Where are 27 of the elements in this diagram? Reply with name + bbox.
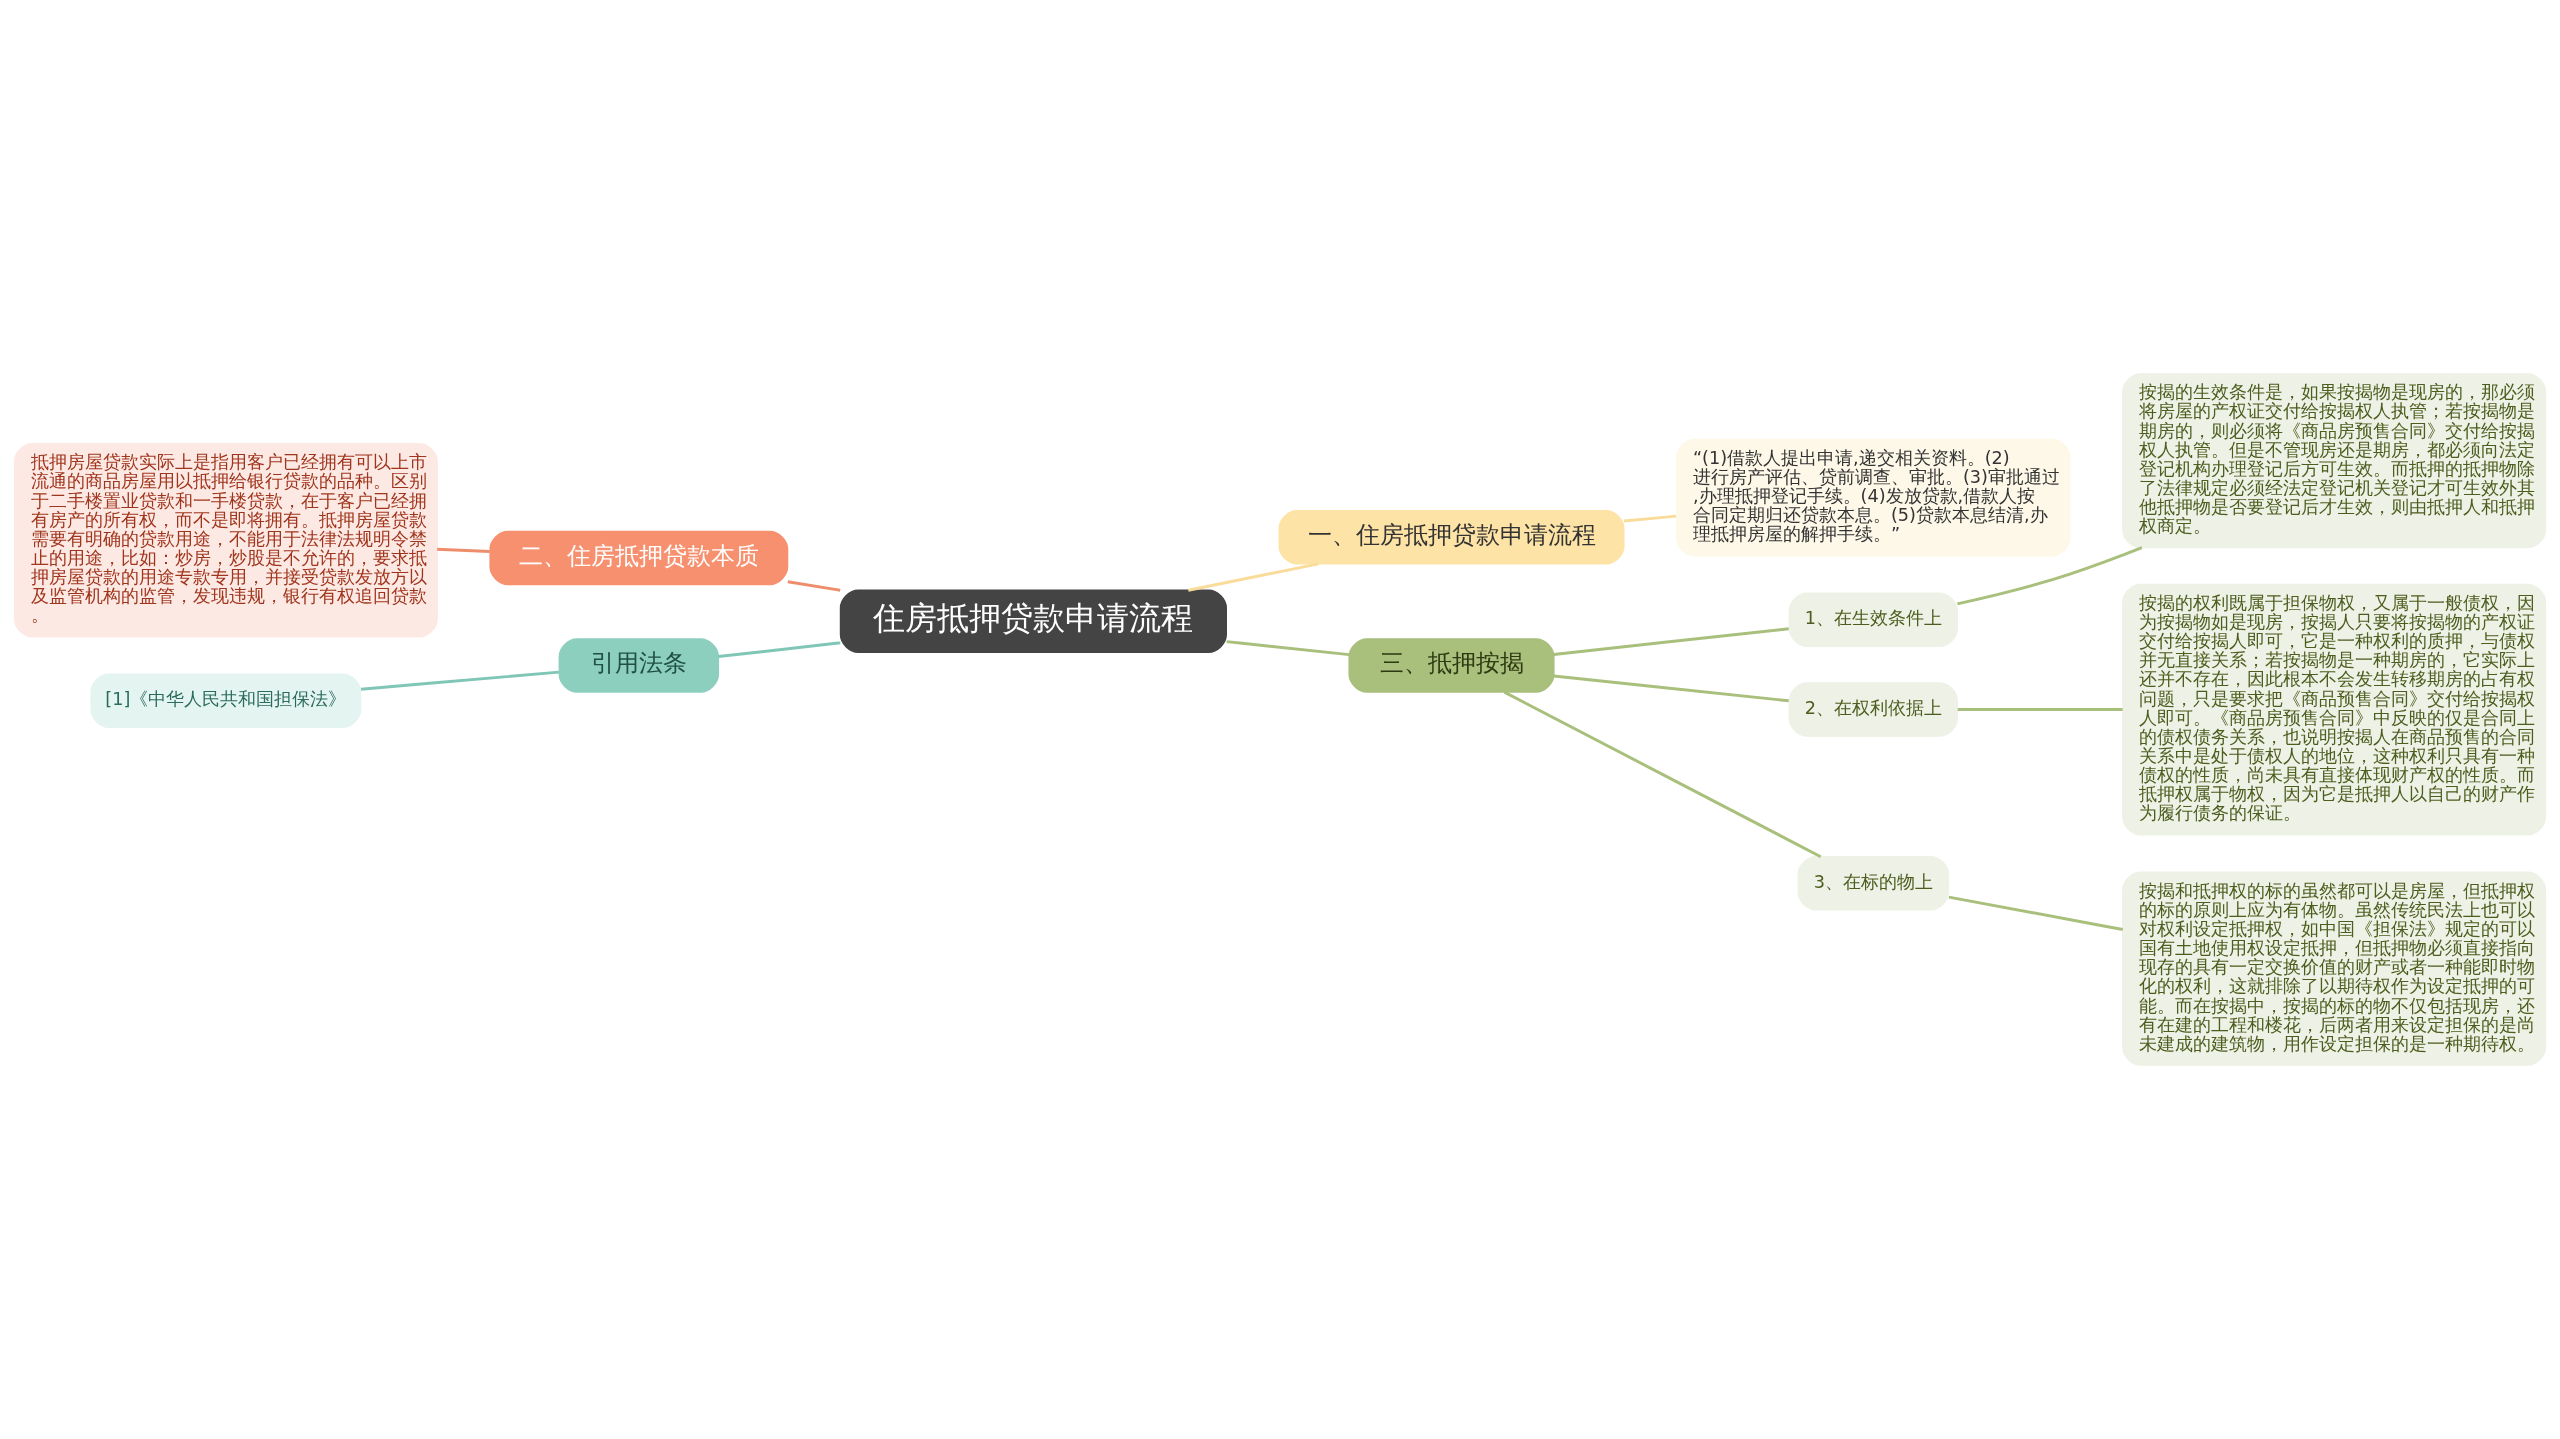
- connector: [1957, 546, 2143, 606]
- node-box: 二、住房抵押贷款本质: [489, 530, 789, 586]
- connector: [787, 580, 841, 592]
- connector: [1503, 690, 1822, 858]
- node-box: 三、抵押按揭: [1348, 638, 1555, 693]
- node-box: 抵押房屋贷款实际上是指用客户已经拥有可以上市流通的商品房屋用以抵押给银行贷款的品种。区别于二手楼置业贷款和一手楼贷款，在于客户已经拥有房产的所有权，而不是即将拥有。抵押房屋贷款需要有明确的贷款用途，不能用于法律法规明令禁止的用途，比如：炒房，炒股是不允许的，要求抵押房屋贷款的用途专款专用，并接受贷款发放方以及监管机构的监管，发现违规，银行有权追回贷款。: [13, 443, 438, 638]
- node-box: “(1)借款人提出申请,递交相关资料。(2)进行房产评估、贷前调查、审批。(3)审批通过,办理抵押登记手续。(4)发放贷款,借款人按合同定期归还贷款本息。(5)贷款本息结清,办理抵押房屋的解押手续。”: [1676, 438, 2071, 557]
- connector: [718, 641, 841, 659]
- node-box: [1]《中华人民共和国担保法》: [90, 673, 362, 728]
- connector: [1188, 562, 1319, 592]
- connector: [1948, 895, 2124, 931]
- connector: [360, 670, 559, 691]
- connector: [1623, 514, 1677, 523]
- node-box: 引用法条: [558, 638, 720, 693]
- connector: [1957, 708, 2123, 712]
- connector: [1226, 640, 1350, 657]
- connector: [437, 547, 490, 554]
- node-box: 住房抵押贷款申请流程: [839, 589, 1227, 653]
- node-box: 按揭的生效条件是，如果按揭物是现房的，那必须将房屋的产权证交付给按揭权人执管；若按揭物是期房的，则必须将《商品房预售合同》交付给按揭权人执管。但是不管现房还是期房，都必须向法定登记机构办理登记后方可生效。而抵押的抵押物除了法律规定必须经法定登记机关登记才可生效外其他抵押物是否要登记后才生效，则由抵押人和抵押权商定。: [2122, 373, 2547, 549]
- connector: [1553, 674, 1789, 703]
- connector: [1553, 627, 1789, 656]
- node-box: 按揭的权利既属于担保物权，又属于一般债权，因为按揭物如是现房，按揭人只要将按揭物的产权证交付给按揭人即可，它是一种权利的质押，与债权并无直接关系；若按揭物是一种期房的，它实际上还并不存在，因此根本不会发生转移期房的占有权问题，只是要求把《商品预售合同》交付给按揭权人即可。《商品房预售合同》中反映的仅是合同上的债权债务关系，也说明按揭人在商品预售的合同关系中是处于债权人的地位，这种权利只具有一种债权的性质，尚未具有直接体现财产权的性质。而抵押权属于物权，因为它是抵押人以自己的财产作为履行债务的保证。: [2122, 583, 2547, 836]
- node-box: 一、住房抵押贷款申请流程: [1278, 510, 1625, 565]
- node-box: 按揭和抵押权的标的虽然都可以是房屋，但抵押权的标的原则上应为有体物。虽然传统民法上也可以对权利设定抵押权，如中国《担保法》规定的可以国有土地使用权设定抵押，但抵押物必须直接指向现存的具有一定交换价值的财产或者一种能即时物化的权利，这就排除了以期待权作为设定抵押的可能。而在按揭中，按揭的标的物不仅包括现房，还有在建的工程和楼花，后两者用来设定担保的是尚未建成的建筑物，用作设定担保的是一种期待权。: [2122, 871, 2547, 1066]
- node-box: 2、在权利依据上: [1788, 682, 1958, 737]
- node-box: 3、在标的物上: [1797, 856, 1950, 911]
- node-box: 1、在生效条件上: [1788, 592, 1958, 647]
